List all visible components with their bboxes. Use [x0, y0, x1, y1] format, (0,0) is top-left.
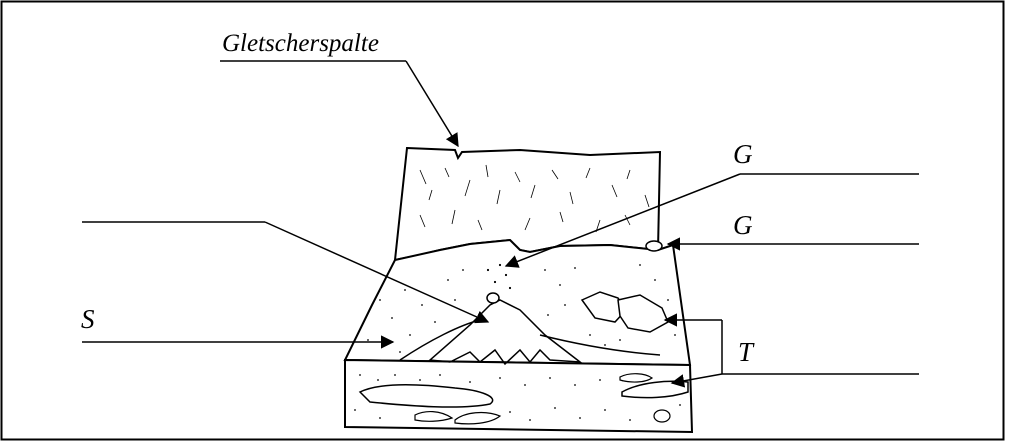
- g-upper-label: G: [733, 139, 753, 170]
- g-lower-label: G: [733, 210, 753, 241]
- crevasse-pointer: [406, 61, 458, 146]
- boulder-tiny: [487, 293, 499, 303]
- sediment-lens-small: [620, 374, 652, 382]
- glacier-ice-top: [395, 148, 660, 260]
- s-label: S: [81, 304, 95, 335]
- boulder-small: [646, 241, 662, 251]
- crevasse-label: Gletscherspalte: [222, 30, 379, 58]
- pebble-front: [654, 410, 670, 422]
- t-label: T: [738, 337, 753, 368]
